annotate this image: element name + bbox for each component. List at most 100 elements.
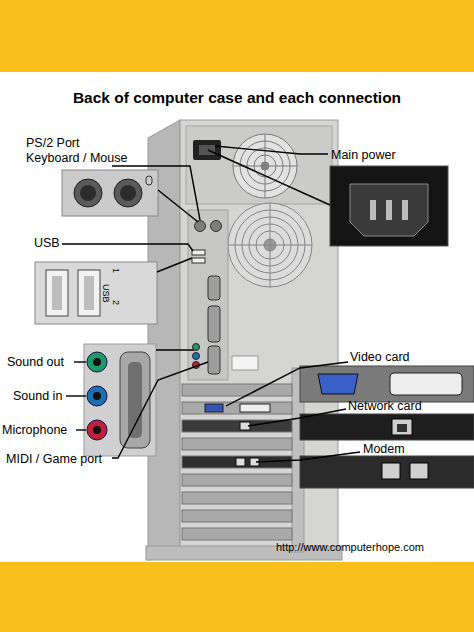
video-inset (318, 374, 358, 394)
computer-case (208, 346, 220, 374)
sound-inset (120, 352, 150, 448)
network-inset (392, 419, 412, 435)
sound-inset (93, 358, 101, 366)
computer-case (211, 221, 222, 232)
ps2-inset (120, 185, 136, 201)
port-marking: USB (100, 284, 111, 303)
leader-line (208, 150, 330, 205)
expansion-slot (182, 510, 292, 522)
expansion-slot (182, 438, 292, 450)
video-inset (390, 373, 462, 395)
computer-case (232, 356, 258, 370)
computer-case (195, 221, 206, 232)
callout-label: Microphone (2, 423, 67, 438)
sound-inset (128, 362, 142, 438)
modem-inset (300, 456, 474, 488)
computer-case (236, 458, 245, 466)
computer-case (208, 276, 220, 300)
expansion-slot (182, 456, 292, 468)
ps2-inset (80, 185, 96, 201)
usb-inset (84, 276, 94, 310)
fan (228, 203, 312, 287)
ps2-inset (74, 179, 102, 207)
ps2-inset (146, 176, 152, 185)
leader-line (112, 166, 200, 220)
computer-case (192, 258, 205, 263)
callout-label: Sound in (13, 389, 62, 404)
expansion-slot (182, 384, 292, 540)
computer-case (186, 126, 332, 204)
sound-inset (84, 344, 156, 456)
usb-inset (52, 276, 62, 310)
background-band (0, 562, 474, 632)
leader-line (66, 395, 86, 396)
power-inset (402, 200, 408, 220)
sound-inset (87, 352, 107, 372)
fan (265, 134, 266, 198)
ps2-inset (114, 179, 142, 207)
ps2-inset (62, 170, 158, 216)
leader-line (112, 362, 208, 458)
computer-case (208, 306, 220, 342)
leader-line (156, 349, 194, 350)
expansion-slot (182, 474, 292, 486)
sound-inset (87, 420, 107, 440)
power-inset (350, 184, 428, 236)
network-inset (300, 414, 474, 440)
power-inset (370, 200, 376, 220)
leader-line (62, 146, 360, 462)
modem-inset (382, 463, 400, 479)
computer-case (240, 404, 270, 412)
source-url: http://www.computerhope.com (276, 541, 424, 554)
port-number: 1 (110, 268, 121, 273)
callout-label: USB (34, 236, 60, 251)
port-number: 2 (110, 300, 121, 305)
power-inset (330, 166, 448, 246)
expansion-slot (182, 402, 292, 414)
callout-label: Video card (350, 350, 410, 365)
leader-line (256, 452, 360, 462)
title: Back of computer case and each connectio… (0, 89, 474, 108)
callout-label: Network card (348, 399, 422, 414)
computer-case (205, 404, 223, 412)
leader-line (226, 362, 348, 406)
video-inset (300, 366, 474, 402)
expansion-slot (182, 492, 292, 504)
power-inset (330, 166, 448, 246)
callout-label: Modem (363, 442, 405, 457)
computer-case (180, 120, 338, 556)
sound-inset (84, 344, 156, 456)
network-inset (397, 424, 407, 432)
usb-inset (78, 270, 100, 316)
callout-label: Sound out (7, 355, 64, 370)
ps2-inset (62, 170, 158, 216)
leader-line (76, 429, 86, 430)
power-inset (386, 200, 392, 220)
expansion-slot (182, 528, 292, 540)
callout-label: PS/2 Port Keyboard / Mouse (26, 136, 132, 166)
leader-line (62, 244, 193, 251)
leader-line (248, 409, 346, 426)
leader-line (74, 361, 86, 362)
computer-case (192, 250, 205, 255)
expansion-slot (182, 384, 292, 396)
leader-line (157, 258, 192, 272)
fan (270, 203, 271, 287)
sound-inset (93, 392, 101, 400)
leader-line (158, 190, 198, 222)
background-band (0, 0, 474, 72)
sound-inset (93, 426, 101, 434)
usb-inset (35, 262, 157, 324)
callout-label: MIDI / Game port (6, 452, 102, 467)
computer-case (193, 140, 221, 160)
background-band (0, 72, 474, 562)
modem-inset (300, 456, 474, 488)
usb-inset (35, 262, 157, 324)
network-inset (300, 414, 474, 440)
modem-inset (410, 463, 428, 479)
computer-case (146, 120, 342, 560)
computer-case (199, 145, 215, 155)
computer-case (188, 210, 228, 380)
